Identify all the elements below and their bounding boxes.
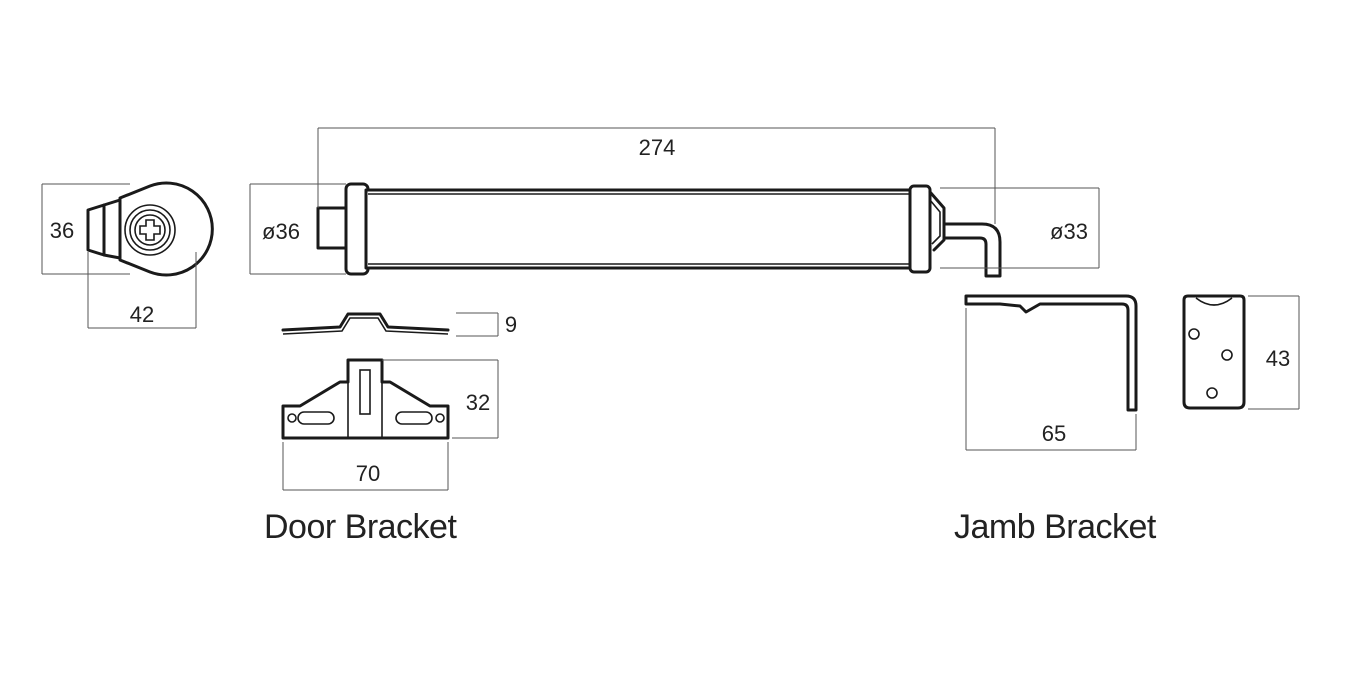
closer-body: 274 ø36 ø33 bbox=[249, 127, 1100, 278]
end-view-inner-ring-2 bbox=[129, 209, 171, 251]
door-bracket-plate bbox=[281, 358, 450, 440]
closer-length-label: 274 bbox=[639, 135, 676, 160]
closer-dimensions bbox=[249, 127, 1100, 275]
closer-cylinder bbox=[364, 188, 914, 270]
door-bracket-height-label: 32 bbox=[466, 390, 490, 415]
end-view-height-label: 36 bbox=[50, 218, 74, 243]
end-view-width-label: 42 bbox=[130, 302, 154, 327]
closer-piston-rod bbox=[942, 222, 1002, 278]
end-view-inner-ring-3 bbox=[134, 214, 166, 246]
door-bracket-hole-right bbox=[435, 413, 445, 423]
jamb-bracket: 65 43 Jamb Bracket bbox=[954, 294, 1300, 546]
jamb-bracket-plate bbox=[1182, 294, 1246, 410]
door-bracket-thickness-label: 9 bbox=[505, 312, 517, 337]
end-view-outline bbox=[86, 181, 214, 277]
jamb-bracket-dimensions bbox=[965, 295, 1300, 451]
cross-screw-icon bbox=[139, 219, 161, 241]
door-bracket-right-slot bbox=[395, 411, 433, 425]
jamb-bracket-hole-3 bbox=[1206, 387, 1218, 399]
closer-right-flange bbox=[908, 184, 932, 274]
door-bracket-center-slot bbox=[359, 369, 371, 415]
closer-right-diameter-label: ø33 bbox=[1050, 219, 1088, 244]
end-view: 36 42 bbox=[41, 181, 214, 329]
jamb-bracket-side-profile bbox=[964, 294, 1138, 412]
jamb-bracket-hole-1 bbox=[1188, 328, 1200, 340]
jamb-bracket-caption: Jamb Bracket bbox=[954, 508, 1157, 546]
jamb-bracket-width-label: 65 bbox=[1042, 421, 1066, 446]
door-bracket-dimensions bbox=[282, 312, 499, 491]
door-bracket-width-label: 70 bbox=[356, 461, 380, 486]
end-view-dimensions bbox=[41, 183, 197, 329]
jamb-bracket-hole-2 bbox=[1221, 349, 1233, 361]
door-bracket-caption: Door Bracket bbox=[264, 508, 457, 546]
end-view-inner-ring bbox=[124, 204, 176, 256]
door-bracket-left-slot bbox=[297, 411, 335, 425]
closer-left-diameter-label: ø36 bbox=[262, 219, 300, 244]
door-bracket-side-profile bbox=[281, 312, 450, 332]
door-bracket-hole-left bbox=[287, 413, 297, 423]
closer-left-cap bbox=[316, 206, 350, 250]
door-bracket: 9 32 70 Door Bracket bbox=[264, 312, 517, 546]
jamb-bracket-height-label: 43 bbox=[1266, 346, 1290, 371]
closer-valve-clip bbox=[928, 190, 946, 252]
